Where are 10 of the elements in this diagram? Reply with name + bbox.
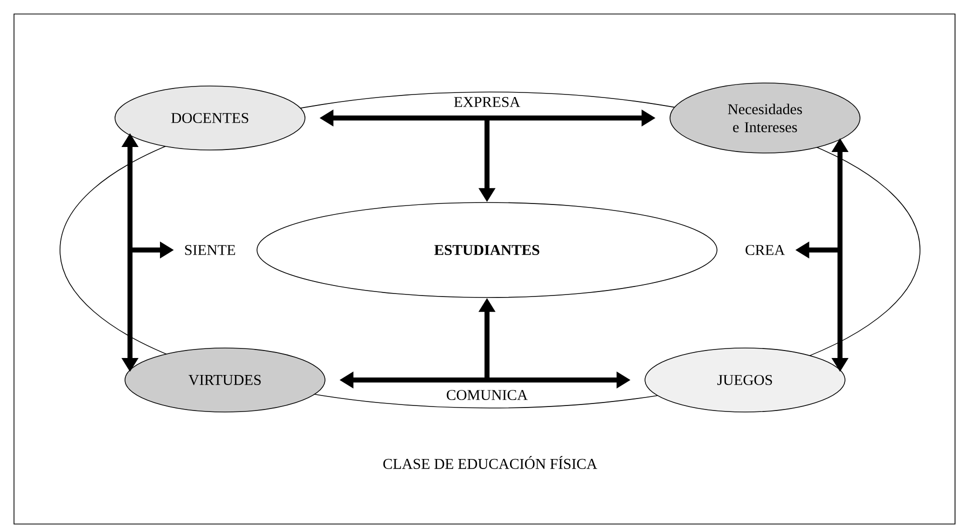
node-text: CREA	[746, 244, 785, 256]
ellipse-node: Necesidades e Intereses	[670, 82, 860, 154]
edge-label: COMUNICA	[444, 388, 530, 402]
edge-label: EXPRESA	[452, 94, 522, 110]
node-text: SIENTE	[185, 244, 236, 256]
ellipse-node: VIRTUDES	[124, 348, 326, 412]
ellipse-node: ESTUDIANTES	[256, 202, 718, 298]
node-label: CLASE DE EDUCACIÓN FÍSICA	[383, 456, 598, 469]
ellipse-node: JUEGOS	[644, 348, 846, 412]
ellipse-node: DOCENTES	[114, 86, 306, 150]
